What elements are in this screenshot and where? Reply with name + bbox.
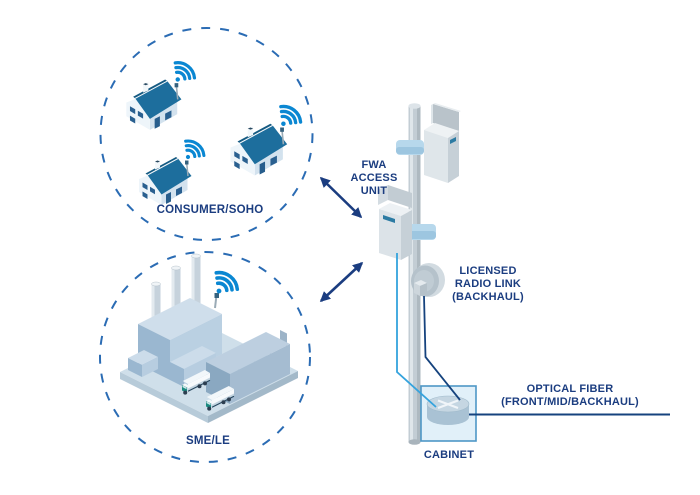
consumer-soho-circle [99,27,314,241]
consumer-soho-label: CONSUMER/SOHO [156,204,264,216]
pole-clamp [406,231,436,239]
cabinet-label: CABINET [423,449,475,461]
fwa-access-unit-icon [424,103,461,183]
pole-clamp [396,147,424,154]
wifi-icon [205,266,243,303]
house-icon [230,102,303,175]
radio-dish-icon [411,263,445,297]
optical-fiber-label: OPTICAL FIBER (FRONT/MID/BACKHAUL) [501,383,639,408]
licensed-radio-link-label: LICENSED RADIO LINK (BACKHAUL) [452,265,524,303]
fwa-access-unit-icon [378,185,412,260]
fwa-access-unit-label: FWA ACCESS UNIT [350,159,398,197]
sme-to-fwa-arrow [319,261,364,303]
sme-le-circle [99,251,311,463]
radio-to-cabinet-cable [423,295,461,401]
router-icon [426,395,470,425]
house-icon [126,59,197,130]
consumer-to-fwa-arrow [319,176,363,219]
chimney-icon [151,253,201,326]
house-icon [139,137,207,205]
fwa-to-cabinet-cable [396,253,437,408]
sme-le-label: SME/LE [185,435,230,447]
